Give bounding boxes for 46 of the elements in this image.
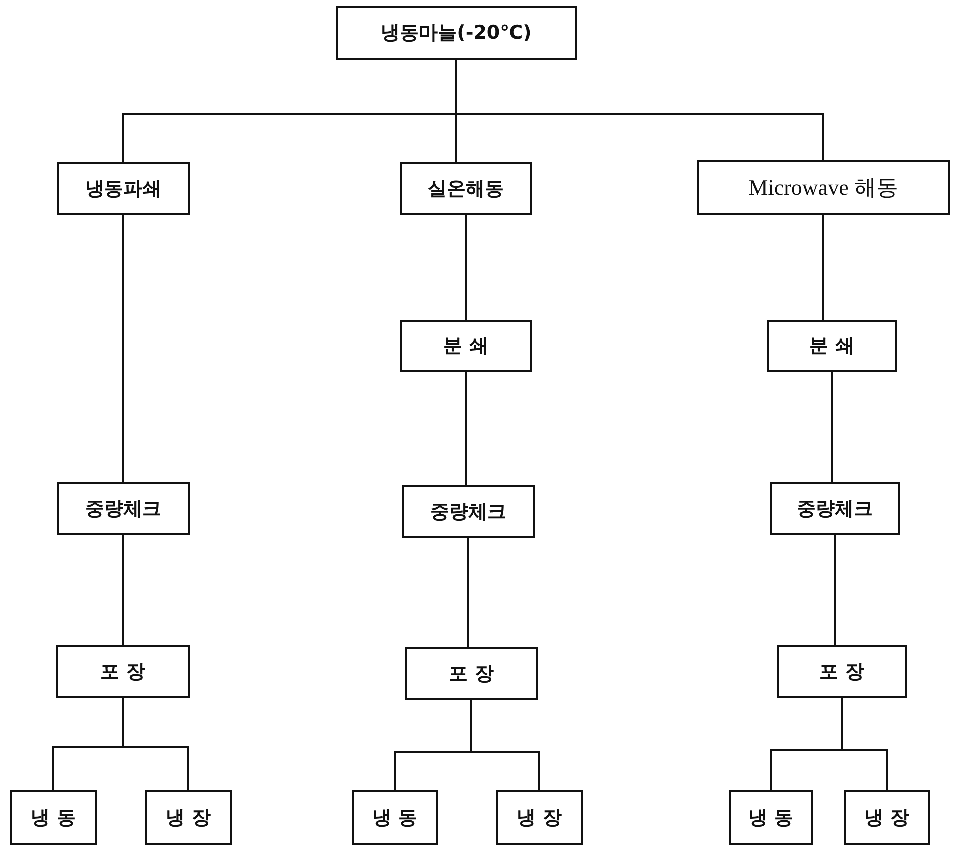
process-box bbox=[10, 790, 97, 845]
box-label: 분 쇄 bbox=[444, 334, 488, 359]
process-box bbox=[496, 790, 583, 845]
box-label: 냉 장 bbox=[864, 806, 910, 830]
box-label: 냉동마늘(-20℃) bbox=[381, 21, 532, 46]
connector-line bbox=[122, 215, 124, 482]
connector-line bbox=[468, 538, 470, 647]
box-label: 중량체크 bbox=[430, 500, 506, 524]
process-box bbox=[57, 162, 190, 215]
connector-line bbox=[465, 215, 467, 320]
connector-line bbox=[841, 698, 888, 790]
box-label: 포 장 bbox=[100, 660, 146, 684]
process-box bbox=[145, 790, 232, 845]
connector-line bbox=[122, 535, 124, 645]
box-label: 냉 동 bbox=[372, 806, 418, 830]
process-box bbox=[57, 482, 190, 535]
connector-line bbox=[834, 535, 836, 645]
connector-line bbox=[470, 700, 540, 790]
process-box bbox=[56, 645, 190, 698]
box-label: 냉동파쇄 bbox=[86, 176, 162, 202]
connector-line bbox=[822, 215, 824, 320]
box-label: Microwave 해동 bbox=[748, 174, 898, 202]
process-box bbox=[352, 790, 438, 845]
process-box bbox=[405, 647, 538, 700]
process-box bbox=[844, 790, 930, 845]
box-label: 냉 장 bbox=[166, 806, 211, 830]
process-box bbox=[767, 320, 897, 372]
process-box bbox=[336, 6, 577, 60]
process-box bbox=[402, 485, 535, 538]
box-label: 분 쇄 bbox=[810, 334, 854, 359]
box-label: 포 장 bbox=[820, 660, 864, 684]
box-label: 실온해동 bbox=[428, 176, 504, 202]
box-label: 포 장 bbox=[449, 662, 494, 686]
box-label: 중량체크 bbox=[797, 496, 873, 522]
connector-line bbox=[465, 372, 467, 485]
process-box bbox=[400, 162, 532, 215]
box-label: 냉 장 bbox=[517, 806, 562, 830]
connector-line bbox=[831, 372, 833, 482]
box-label: 냉 동 bbox=[748, 806, 794, 830]
box-label: 중량체크 bbox=[86, 496, 162, 522]
process-box bbox=[400, 320, 532, 372]
process-box bbox=[697, 160, 950, 215]
box-label: 냉 동 bbox=[31, 806, 76, 830]
process-box bbox=[777, 645, 907, 698]
process-box bbox=[729, 790, 813, 845]
process-box bbox=[770, 482, 900, 535]
